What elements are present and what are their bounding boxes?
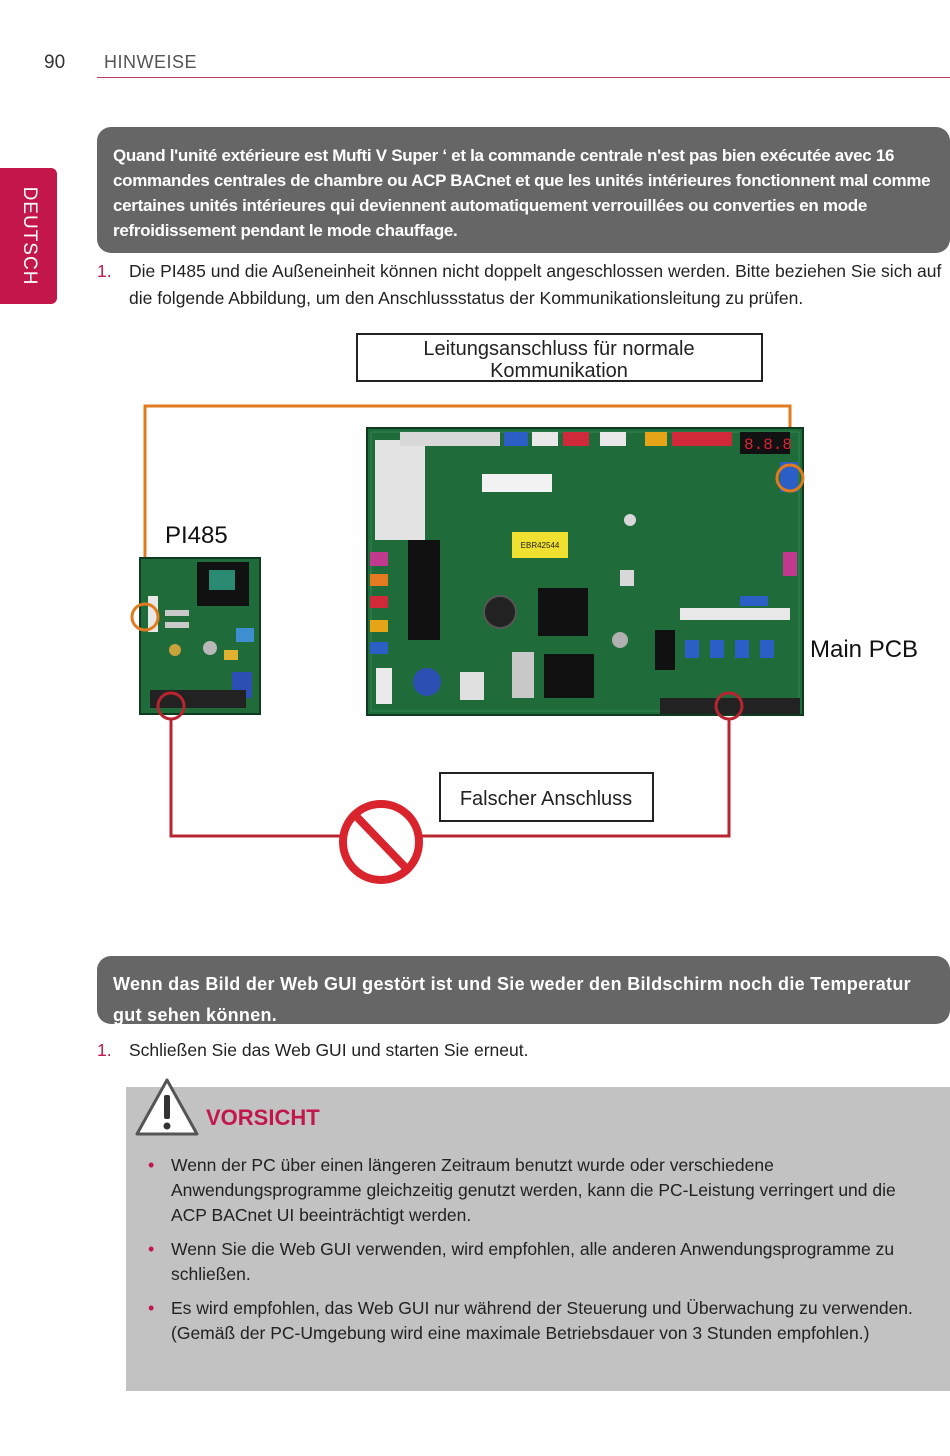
language-tab-label: DEUTSCH [18,186,40,286]
step-1-web-gui: 1. Schließen Sie das Web GUI und starten… [97,1037,947,1064]
section-title: HINWEISE [104,52,198,72]
pi485-board [139,557,261,715]
wrong-connection-label: Falscher Anschluss [460,788,632,810]
step-number: 1. [97,261,112,281]
prohibit-icon [339,800,423,884]
caution-item-note: (Gemäß der PC-Umgebung wird eine maximal… [171,1323,870,1343]
issue-banner-1: Quand l'unité extérieure est Mufti V Sup… [97,127,950,253]
pi485-normal-port-marker [130,602,160,632]
wrong-connection-label-box [439,772,654,822]
step-text: Die PI485 und die Außeneinheit können ni… [129,261,942,308]
main-pcb-board: 8.8.8 EBR42544 [366,427,804,716]
step-1-pi485: 1. Die PI485 und die Außeneinheit können… [97,258,947,312]
step-number: 1. [97,1040,112,1060]
pcb-normal-port-marker [775,463,805,493]
page-number: 90 [44,52,66,73]
caution-item: Wenn Sie die Web GUI verwenden, wird emp… [148,1237,928,1287]
pi485-label: PI485 [165,522,228,549]
header-divider [97,77,950,78]
caution-item: Es wird empfohlen, das Web GUI nur währe… [148,1296,928,1346]
main-pcb-label: Main PCB [810,636,918,663]
caution-item-text: Es wird empfohlen, das Web GUI nur währe… [171,1298,913,1318]
caution-box: VORSICHT Wenn der PC über einen längeren… [126,1078,950,1391]
language-tab: DEUTSCH [0,168,57,304]
pcb-chip-label: EBR42544 [521,541,560,550]
normal-connection-label-line1: Leitungsanschluss für normale [423,338,694,360]
normal-connection-label-box [356,333,763,382]
warning-triangle-icon [135,1078,199,1136]
issue-banner-2: Wenn das Bild der Web GUI gestört ist un… [97,956,950,1025]
caution-title: VORSICHT [206,1105,320,1130]
caution-item: Wenn der PC über einen längeren Zeitraum… [148,1153,928,1228]
step-text: Schließen Sie das Web GUI und starten Si… [129,1040,529,1060]
pcb-seven-seg: 8.8.8 [744,436,792,454]
wrong-connection-line [169,719,731,838]
wiring-diagram: Leitungsanschluss für normale Kommunikat… [130,333,918,884]
caution-item-text: Wenn der PC über einen längeren Zeitraum… [171,1155,896,1225]
caution-list: Wenn der PC über einen längeren Zeitraum… [148,1153,928,1355]
caution-item-text: Wenn Sie die Web GUI verwenden, wird emp… [171,1239,895,1284]
normal-connection-label-line2: Kommunikation [490,360,628,382]
